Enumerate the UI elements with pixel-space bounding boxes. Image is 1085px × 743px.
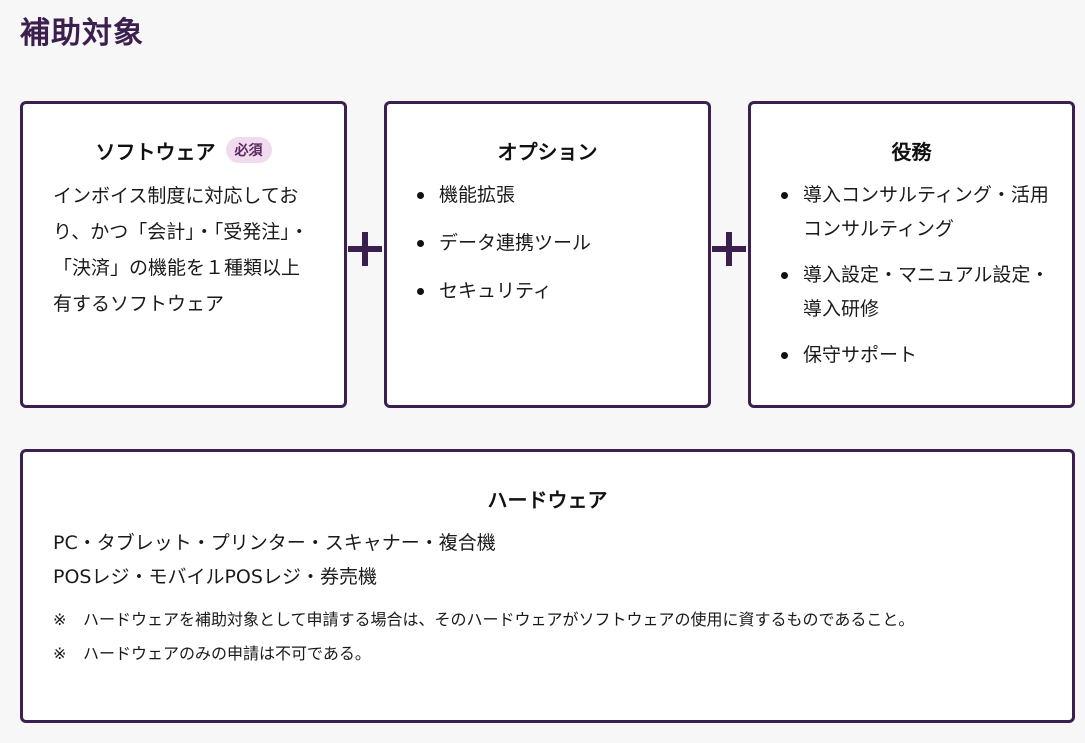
software-card-header: ソフトウェア 必須 [23,134,344,166]
required-badge: 必須 [225,137,272,163]
plus-icon [348,232,382,266]
note-mark: ※ [53,644,67,663]
note-mark: ※ [53,610,67,629]
services-card: 役務 導入コンサルティング・活用コンサルティング 導入設定・マニュアル設定・導入… [748,101,1075,408]
options-card-title: オプション [497,139,598,164]
note-text: ハードウェアを補助対象として申請する場合は、そのハードウェアがソフトウェアの使用… [83,610,915,629]
list-item: 導入コンサルティング・活用コンサルティング [781,178,1052,246]
note-item: ※ ハードウェアを補助対象として申請する場合は、そのハードウェアがソフトウェアの… [53,608,1032,632]
hardware-list: PC・タブレット・プリンター・スキャナー・複合機 POSレジ・モバイルPOSレジ… [53,526,1042,594]
hardware-card-title: ハードウェア [487,487,608,512]
options-card-header: オプション [387,134,708,166]
list-item: 機能拡張 [417,178,688,212]
hardware-notes: ※ ハードウェアを補助対象として申請する場合は、そのハードウェアがソフトウェアの… [53,608,1032,666]
hardware-line: PC・タブレット・プリンター・スキャナー・複合機 [53,532,496,554]
list-item: データ連携ツール [417,226,688,260]
page-title: 補助対象 [20,16,144,51]
services-list: 導入コンサルティング・活用コンサルティング 導入設定・マニュアル設定・導入研修 … [781,178,1052,372]
list-item: 保守サポート [781,338,1052,372]
note-item: ※ ハードウェアのみの申請は不可である。 [53,642,1032,666]
hardware-card: ハードウェア PC・タブレット・プリンター・スキャナー・複合機 POSレジ・モバ… [20,449,1075,723]
options-list: 機能拡張 データ連携ツール セキュリティ [417,178,688,308]
software-card-title: ソフトウェア [95,139,216,164]
software-description: インボイス制度に対応しており、かつ「会計」・「受発注」・「決済」の機能を１種類以… [53,185,309,315]
note-text: ハードウェアのみの申請は不可である。 [83,644,371,663]
plus-icon [712,232,746,266]
hardware-line: POSレジ・モバイルPOSレジ・券売機 [53,566,377,588]
options-card: オプション 機能拡張 データ連携ツール セキュリティ [384,101,711,408]
software-card: ソフトウェア 必須 インボイス制度に対応しており、かつ「会計」・「受発注」・「決… [20,101,347,408]
list-item: セキュリティ [417,274,688,308]
services-card-header: 役務 [751,134,1072,166]
services-card-title: 役務 [891,139,932,164]
list-item: 導入設定・マニュアル設定・導入研修 [781,258,1052,326]
hardware-card-header: ハードウェア [23,482,1072,514]
